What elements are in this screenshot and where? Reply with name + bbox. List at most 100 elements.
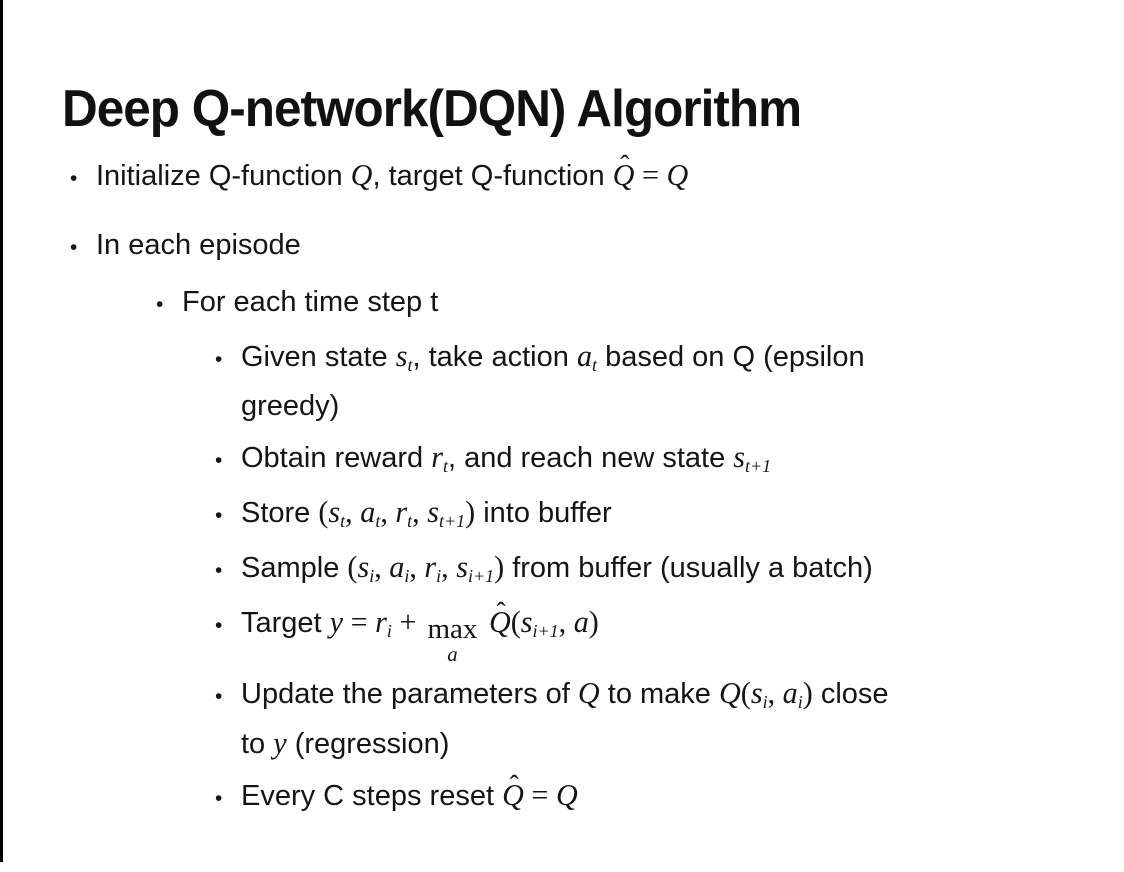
math-subscripted-variable: at [576,339,598,376]
bullet-marker: • [215,504,223,527]
math-subscripted-variable: rt [395,495,413,532]
math-roman: ( [318,495,329,529]
bullet-marker: • [215,684,223,708]
math-subscripted-variable: si [750,675,768,712]
math-subscripted-variable: st [395,339,413,376]
bullet-text: Store (st, at, rt, st+1) into buffer [241,489,612,536]
math-subscripted-variable: si+1 [456,550,495,587]
bullet-text: Initialize Q-function Q, target Q-functi… [96,149,689,199]
math-roman: = [634,158,667,192]
math-subscripted-variable: st [328,495,346,532]
math-variable: y [329,605,344,639]
bullet-marker: • [70,167,78,190]
text-run: , and reach new state [447,442,734,474]
math-subscripted-variable: st+1 [427,495,466,532]
bullet-text: In each episode [96,222,301,268]
bullet-line: • Obtain reward rt, and reach new state s… [0,434,1124,484]
math-variable: Q [555,777,578,812]
math-roman: , [374,550,390,584]
bullet-line: to y (regression) [0,720,1124,767]
math-roman: ) [588,605,599,639]
math-variable: Q [718,675,741,710]
math-variable: Q [577,675,600,710]
bullet-line: • Sample (si, ai, ri, si+1) from buffer (… [0,544,1124,594]
bullet-line: • Update the parameters of Q to make Q(si… [0,670,1124,720]
slide-title: Deep Q-network(DQN) Algorithm [62,79,802,138]
bullet-line: • Store (st, at, rt, st+1) into buffer [0,489,1124,539]
math-variable: Q [350,158,373,192]
text-run: Store [241,497,319,529]
math-subscripted-variable: ri [424,550,442,587]
text-run: close [812,677,889,710]
math-subscripted-variable: ri [375,605,392,642]
bullet-marker: • [215,348,223,371]
bullet-text: For each time step t [182,279,438,325]
math-roman: + [391,605,424,639]
math-subscripted-variable: ai [389,550,410,587]
math-roman: = [523,777,556,812]
text-run: For each time step t [182,286,439,318]
math-roman: ) [494,550,505,584]
text-run: , target Q-function [372,160,613,192]
math-variable: y [273,725,287,760]
math-roman: ) [802,675,813,710]
text-run: Obtain reward [241,442,432,474]
bullet-text: greedy) [241,383,339,429]
bullet-line: •Initialize Q-function Q, target Q-funct… [0,149,1124,202]
math-subscripted-variable: ai [782,675,803,712]
text-run [481,607,489,639]
bullet-marker: • [215,559,223,582]
math-roman: , [441,550,457,584]
text-run: (regression) [286,727,450,760]
math-subscripted-variable: si [357,550,375,587]
math-variable: a [573,605,589,639]
bullet-text: Obtain reward rt, and reach new state st… [241,434,771,481]
math-roman: , [767,675,783,710]
bullet-line: •Given state st, take action at based on… [0,333,1124,383]
text-run: Sample [241,552,348,584]
math-subscripted-variable: st+1 [733,440,772,477]
text-run: from buffer (usually a batch) [504,552,873,584]
bullet-marker: • [156,293,164,316]
math-subscripted-variable: at [360,495,381,532]
bullet-line: • In each episode [0,222,1124,271]
slide-left-border [0,0,3,862]
text-run: Initialize Q-function [96,160,351,192]
bullet-line: greedy) [0,383,1124,429]
math-roman: ( [347,550,358,584]
math-variable: Q [666,158,689,192]
text-run: greedy) [241,390,340,422]
math-subscripted-variable: rt [431,440,448,477]
bullet-marker: • [70,236,78,259]
bullet-list: •Initialize Q-function Q, target Q-funct… [0,149,1124,822]
bullet-line: • For each time step t [0,279,1124,328]
bullet-marker: • [215,449,223,472]
math-roman: , [345,495,361,529]
text-run: Every C steps reset [241,779,503,812]
bullet-marker: • [215,614,223,637]
bullet-text: to y (regression) [241,720,449,767]
math-roman: , [409,550,425,584]
math-roman: , [558,605,574,639]
math-roman: ( [510,605,521,639]
text-run: Given state [241,341,396,373]
math-roman: ) [465,495,476,529]
bullet-text: Given state st, take action at based on … [241,333,865,380]
text-run: Update the parameters of [241,677,578,710]
text-run: Target [241,607,330,639]
text-run: In each episode [96,229,301,261]
math-roman: , [412,495,428,529]
bullet-marker: • [215,786,223,810]
math-subscripted-variable: si+1 [520,605,559,642]
bullet-text: Update the parameters of Q to make Q(si,… [241,670,889,717]
bullet-text: Sample (si, ai, ri, si+1) from buffer (u… [241,544,873,591]
